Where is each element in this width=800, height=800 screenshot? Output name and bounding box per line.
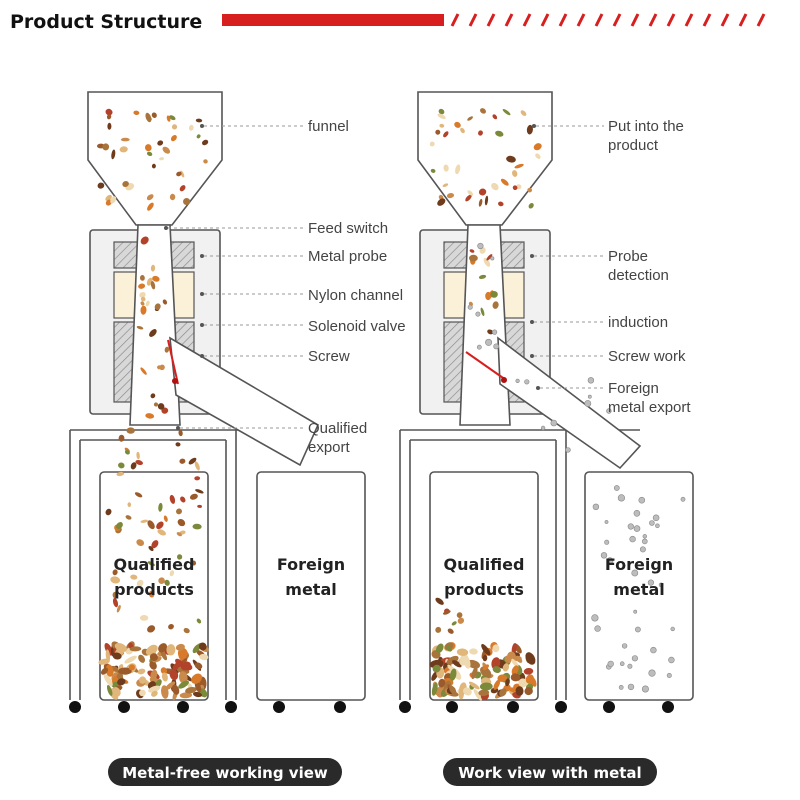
callout-funnel: funnel <box>308 118 349 135</box>
bin-label-foreign-2: metal <box>285 580 336 599</box>
bin-label-foreign-right-1: Foreign <box>605 555 673 574</box>
bin-qualified <box>99 471 209 701</box>
bin-label-qualified-right-1: Qualified <box>444 555 525 574</box>
caption-metal-free: Metal-free working view <box>122 764 328 782</box>
callout-probe-1: Probe <box>608 248 648 265</box>
caption-with-metal: Work view with metal <box>458 764 641 782</box>
nuts-bin <box>105 476 204 634</box>
frame-feet <box>69 701 346 713</box>
view-metal-free: funnel Feed switch Metal probe Nylon cha… <box>69 91 406 786</box>
bin-foreign-metal-right <box>584 471 694 701</box>
reject-chute <box>169 336 320 467</box>
metal-particles-bin <box>591 485 686 693</box>
callouts-left: funnel Feed switch Metal probe Nylon cha… <box>164 118 406 456</box>
solenoid-flap-right <box>465 351 507 381</box>
bin-foreign-metal <box>256 471 366 701</box>
callout-qualified: Qualified <box>308 420 367 437</box>
callout-solenoid-valve: Solenoid valve <box>308 318 406 335</box>
callout-feed-switch: Feed switch <box>308 220 388 237</box>
frame-feet-right <box>399 701 674 713</box>
bin-label-qualified-right-2: products <box>444 580 524 599</box>
nuts-funnel <box>97 108 209 211</box>
callout-screw: Screw <box>308 348 350 365</box>
feed-pipe <box>129 224 181 426</box>
bin-label-qualified-1: Qualified <box>114 555 195 574</box>
callout-induction: induction <box>608 314 668 331</box>
bin-label-foreign-1: Foreign <box>277 555 345 574</box>
callout-put-into-1: Put into the <box>608 118 684 135</box>
nuts-falling <box>116 427 200 477</box>
caption-pill-right <box>443 758 657 786</box>
solenoid-flap <box>167 339 179 385</box>
metal-particles-pipe <box>467 242 500 350</box>
callout-put-into-2: product <box>608 137 659 154</box>
callout-foreign-1: Foreign <box>608 380 659 397</box>
bin-label-foreign-right-2: metal <box>613 580 664 599</box>
metal-particles-chute <box>515 377 612 453</box>
view-with-metal: Put into the product Probe detection ind… <box>399 91 694 786</box>
header-accent-stripes <box>450 13 766 27</box>
callout-foreign-2: metal export <box>608 399 691 416</box>
nut-pile-right <box>429 642 537 701</box>
callouts-right: Put into the product Probe detection ind… <box>530 118 691 416</box>
frame-outer <box>69 429 300 700</box>
caption-pill-left <box>108 758 342 786</box>
nuts-bin-right <box>435 597 465 634</box>
funnel <box>87 91 223 226</box>
callout-metal-probe: Metal probe <box>308 248 387 265</box>
callout-probe-2: detection <box>608 267 669 284</box>
funnel-right <box>417 91 553 226</box>
bin-label-qualified-2: products <box>114 580 194 599</box>
callout-screw-work: Screw work <box>608 348 686 365</box>
reject-chute-right <box>497 336 642 470</box>
callout-nylon-channel: Nylon channel <box>308 287 403 304</box>
page-title: Product Structure <box>10 11 202 33</box>
nuts-funnel-right <box>429 108 542 209</box>
callout-export: export <box>308 439 351 456</box>
header-accent-bar <box>222 14 444 26</box>
nut-pile <box>98 641 209 701</box>
nuts-pipe <box>136 236 170 419</box>
frame-outer-right <box>399 429 640 700</box>
